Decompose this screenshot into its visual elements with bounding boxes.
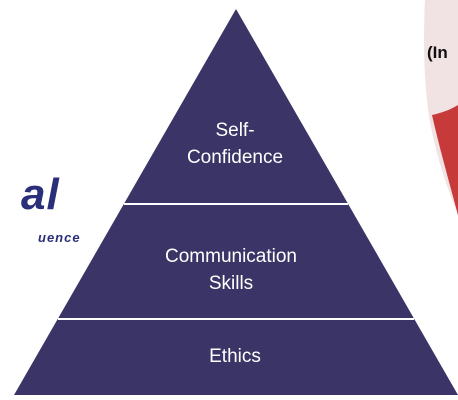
pyramid-shape: [14, 9, 458, 395]
pyramid-tier-self-confidence: Self- Confidence: [140, 117, 330, 171]
tier-label-line: Self-: [215, 120, 255, 141]
tier-label-line: Confidence: [186, 147, 284, 168]
tier-label-line: Ethics: [209, 346, 261, 367]
background-arc-red: [432, 105, 458, 215]
pyramid-tier-ethics: Ethics: [140, 343, 330, 370]
logo-tagline: uence: [38, 230, 81, 245]
corner-heading-fragment: (In: [427, 43, 448, 62]
logo-wordmark: al: [21, 170, 60, 219]
tier-label-line: Skills: [208, 273, 254, 294]
tier-label-line: Communication: [165, 246, 297, 267]
pyramid-tier-communication-skills: Communication Skills: [126, 243, 336, 297]
